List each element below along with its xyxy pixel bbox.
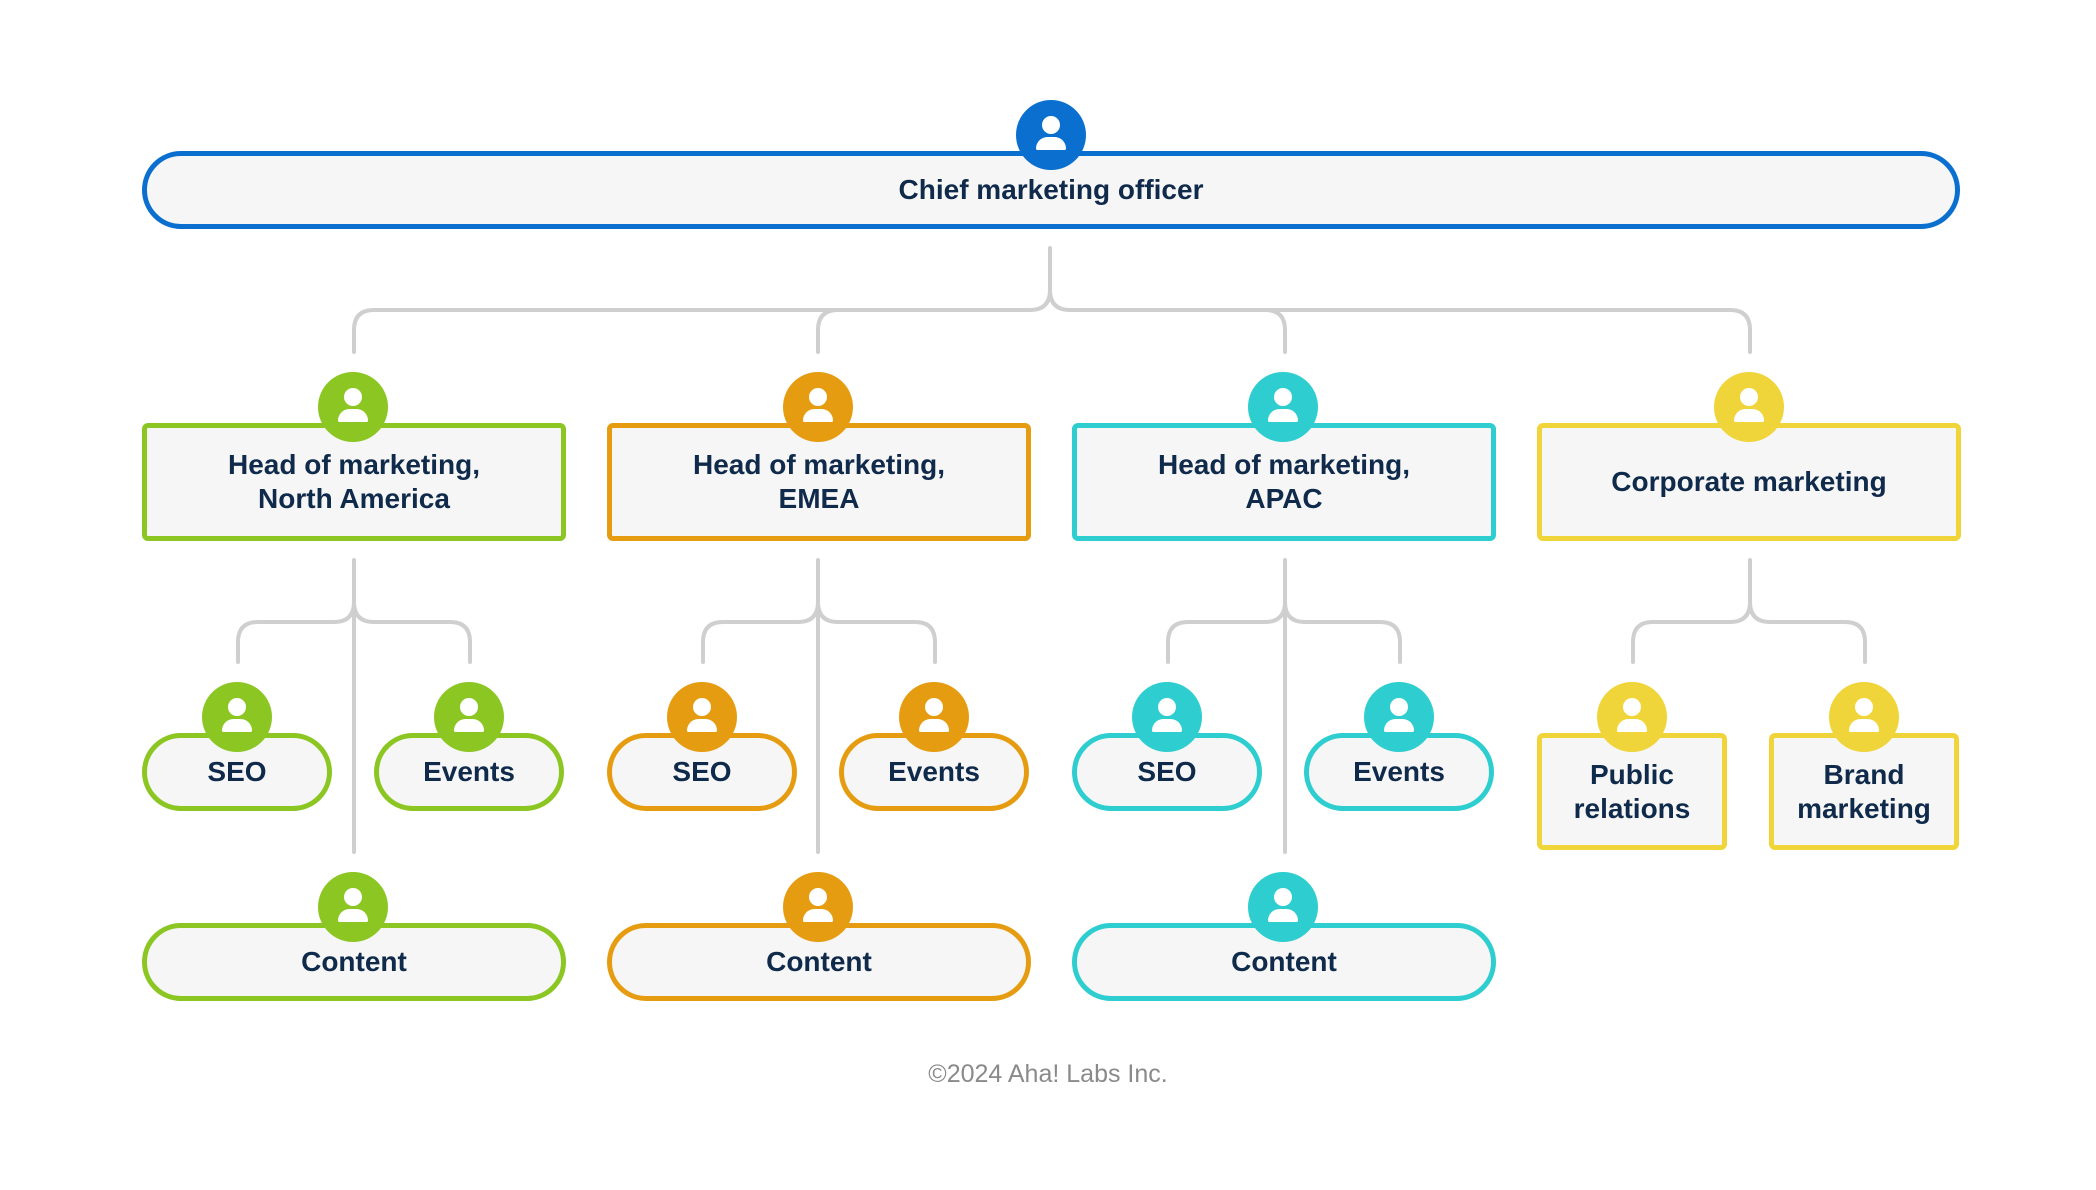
head-emea-person-icon <box>783 372 853 442</box>
na-content-person-icon <box>318 872 388 942</box>
public-relations-person-icon <box>1597 682 1667 752</box>
apac-seo-person-icon <box>1132 682 1202 752</box>
head-north-america-box: Head of marketing, North America <box>142 423 566 541</box>
connector-apac-right-child <box>1283 600 1402 664</box>
connector-north-america-right-child <box>352 600 472 664</box>
na-seo-person-icon <box>202 682 272 752</box>
brand-marketing-person-icon <box>1829 682 1899 752</box>
cmo-person-icon <box>1016 100 1086 170</box>
na-events-person-icon <box>434 682 504 752</box>
connector-emea-left-child <box>701 558 820 664</box>
connector-corporate-left-child <box>1631 558 1752 664</box>
copyright-footer: ©2024 Aha! Labs Inc. <box>928 1060 1168 1088</box>
connector-corporate-right-child <box>1748 600 1867 664</box>
head-apac-box: Head of marketing, APAC <box>1072 423 1496 541</box>
head-emea-box: Head of marketing, EMEA <box>607 423 1031 541</box>
connector-root-corporate <box>1068 308 1752 354</box>
emea-seo-person-icon <box>667 682 737 752</box>
head-north-america-person-icon <box>318 372 388 442</box>
connector-root-apac <box>1048 288 1287 354</box>
head-apac-person-icon <box>1248 372 1318 442</box>
emea-content-person-icon <box>783 872 853 942</box>
connector-root-north-america <box>352 246 1052 354</box>
corporate-marketing-person-icon <box>1714 372 1784 442</box>
emea-events-person-icon <box>899 682 969 752</box>
connector-apac-left-child <box>1166 558 1287 664</box>
apac-content-person-icon <box>1248 872 1318 942</box>
brand-marketing-box: Brand marketing <box>1769 733 1959 850</box>
connector-north-america-left-child <box>236 558 356 664</box>
connector-root-emea <box>816 308 1032 354</box>
connector-emea-right-child <box>816 600 937 664</box>
apac-events-person-icon <box>1364 682 1434 752</box>
